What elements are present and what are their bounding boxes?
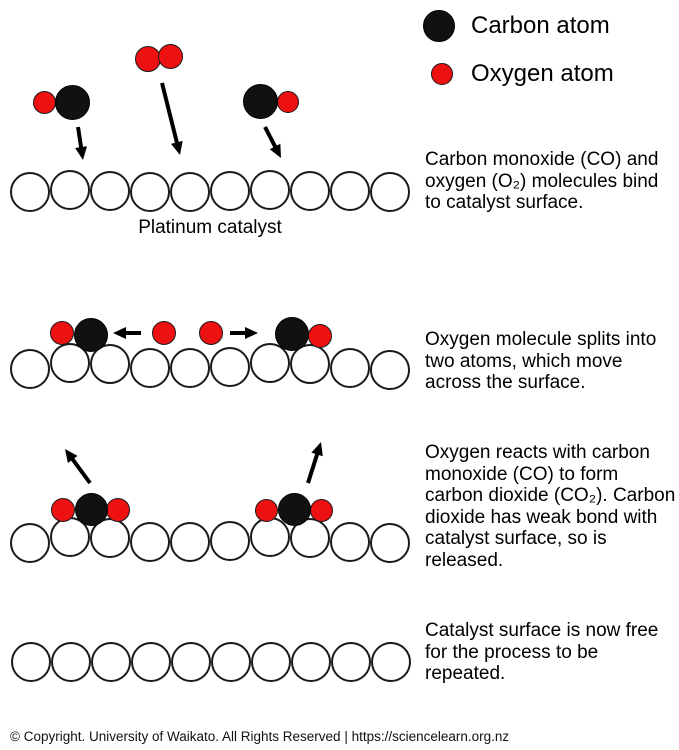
carbon-atom <box>74 492 108 526</box>
catalyst-atom-circle <box>10 349 50 389</box>
catalyst-atom-circle <box>211 642 251 682</box>
catalyst-atom-circle <box>370 523 410 563</box>
catalyst-atom-circle <box>51 642 91 682</box>
oxygen-atom <box>51 498 75 522</box>
step3-caption: Oxygen reacts with carbon monoxide (CO) … <box>425 442 676 571</box>
oxygen-atom <box>308 324 332 348</box>
step1-caption: Carbon monoxide (CO) and oxygen (O₂) mol… <box>425 149 659 213</box>
catalyst-atom-circle <box>250 343 290 383</box>
catalyst-atom-circle <box>210 347 250 387</box>
oxygen-atom <box>157 43 183 69</box>
catalyst-atom-circle <box>130 172 170 212</box>
catalyst-atom-circle <box>290 171 330 211</box>
catalyst-atom-circle <box>210 521 250 561</box>
copyright-text: © Copyright. University of Waikato. All … <box>10 729 510 744</box>
catalyst-atom-circle <box>131 642 171 682</box>
oxygen-atom <box>106 498 130 522</box>
catalyst-atom-circle <box>330 171 370 211</box>
catalyst-atom-circle <box>371 642 411 682</box>
step4-caption: Catalyst surface is now free for the pro… <box>425 620 659 684</box>
catalyst-atom-circle <box>330 522 370 562</box>
catalyst-atom-circle <box>291 642 331 682</box>
oxygen-atom <box>199 321 223 345</box>
oxygen-atom <box>309 498 333 522</box>
legend-carbon-label: Carbon atom <box>471 12 610 39</box>
catalyst-atom-circle <box>290 344 330 384</box>
catalyst-atom-circle <box>171 642 211 682</box>
catalyst-atom-circle <box>170 522 210 562</box>
oxygen-atom <box>32 90 56 114</box>
catalyst-atom-circle <box>90 171 130 211</box>
catalyst-atom-circle <box>91 642 131 682</box>
catalyst-atom-circle <box>370 172 410 212</box>
catalyst-atom-circle <box>250 170 290 210</box>
catalyst-atom-circle <box>331 642 371 682</box>
catalyst-atom-circle <box>370 350 410 390</box>
catalyst-atom-circle <box>11 642 51 682</box>
catalyst-atom-circle <box>330 348 370 388</box>
catalyst-atom-circle <box>170 172 210 212</box>
oxygen-atom <box>135 46 161 72</box>
oxygen-atom <box>431 63 453 85</box>
catalyst-atom-circle <box>251 642 291 682</box>
oxygen-atom <box>254 498 278 522</box>
step2-caption: Oxygen molecule splits into two atoms, w… <box>425 329 657 393</box>
carbon-atom <box>275 317 309 351</box>
catalyst-atom-circle <box>50 170 90 210</box>
catalyst-atom-circle <box>10 172 50 212</box>
carbon-atom <box>74 318 108 352</box>
carbon-atom <box>423 10 455 42</box>
carbon-atom <box>277 492 311 526</box>
catalyst-atom-circle <box>130 348 170 388</box>
oxygen-atom <box>50 321 74 345</box>
catalyst-atom-circle <box>170 348 210 388</box>
carbon-atom <box>242 83 278 119</box>
oxygen-atom <box>277 91 299 113</box>
carbon-atom <box>54 84 90 120</box>
catalyst-atom-circle <box>210 171 250 211</box>
legend-oxygen-label: Oxygen atom <box>471 60 614 87</box>
oxygen-atom <box>152 321 176 345</box>
catalyst-atom-circle <box>130 522 170 562</box>
catalyst-atom-circle <box>10 523 50 563</box>
platinum-catalyst-label: Platinum catalyst <box>138 217 282 238</box>
